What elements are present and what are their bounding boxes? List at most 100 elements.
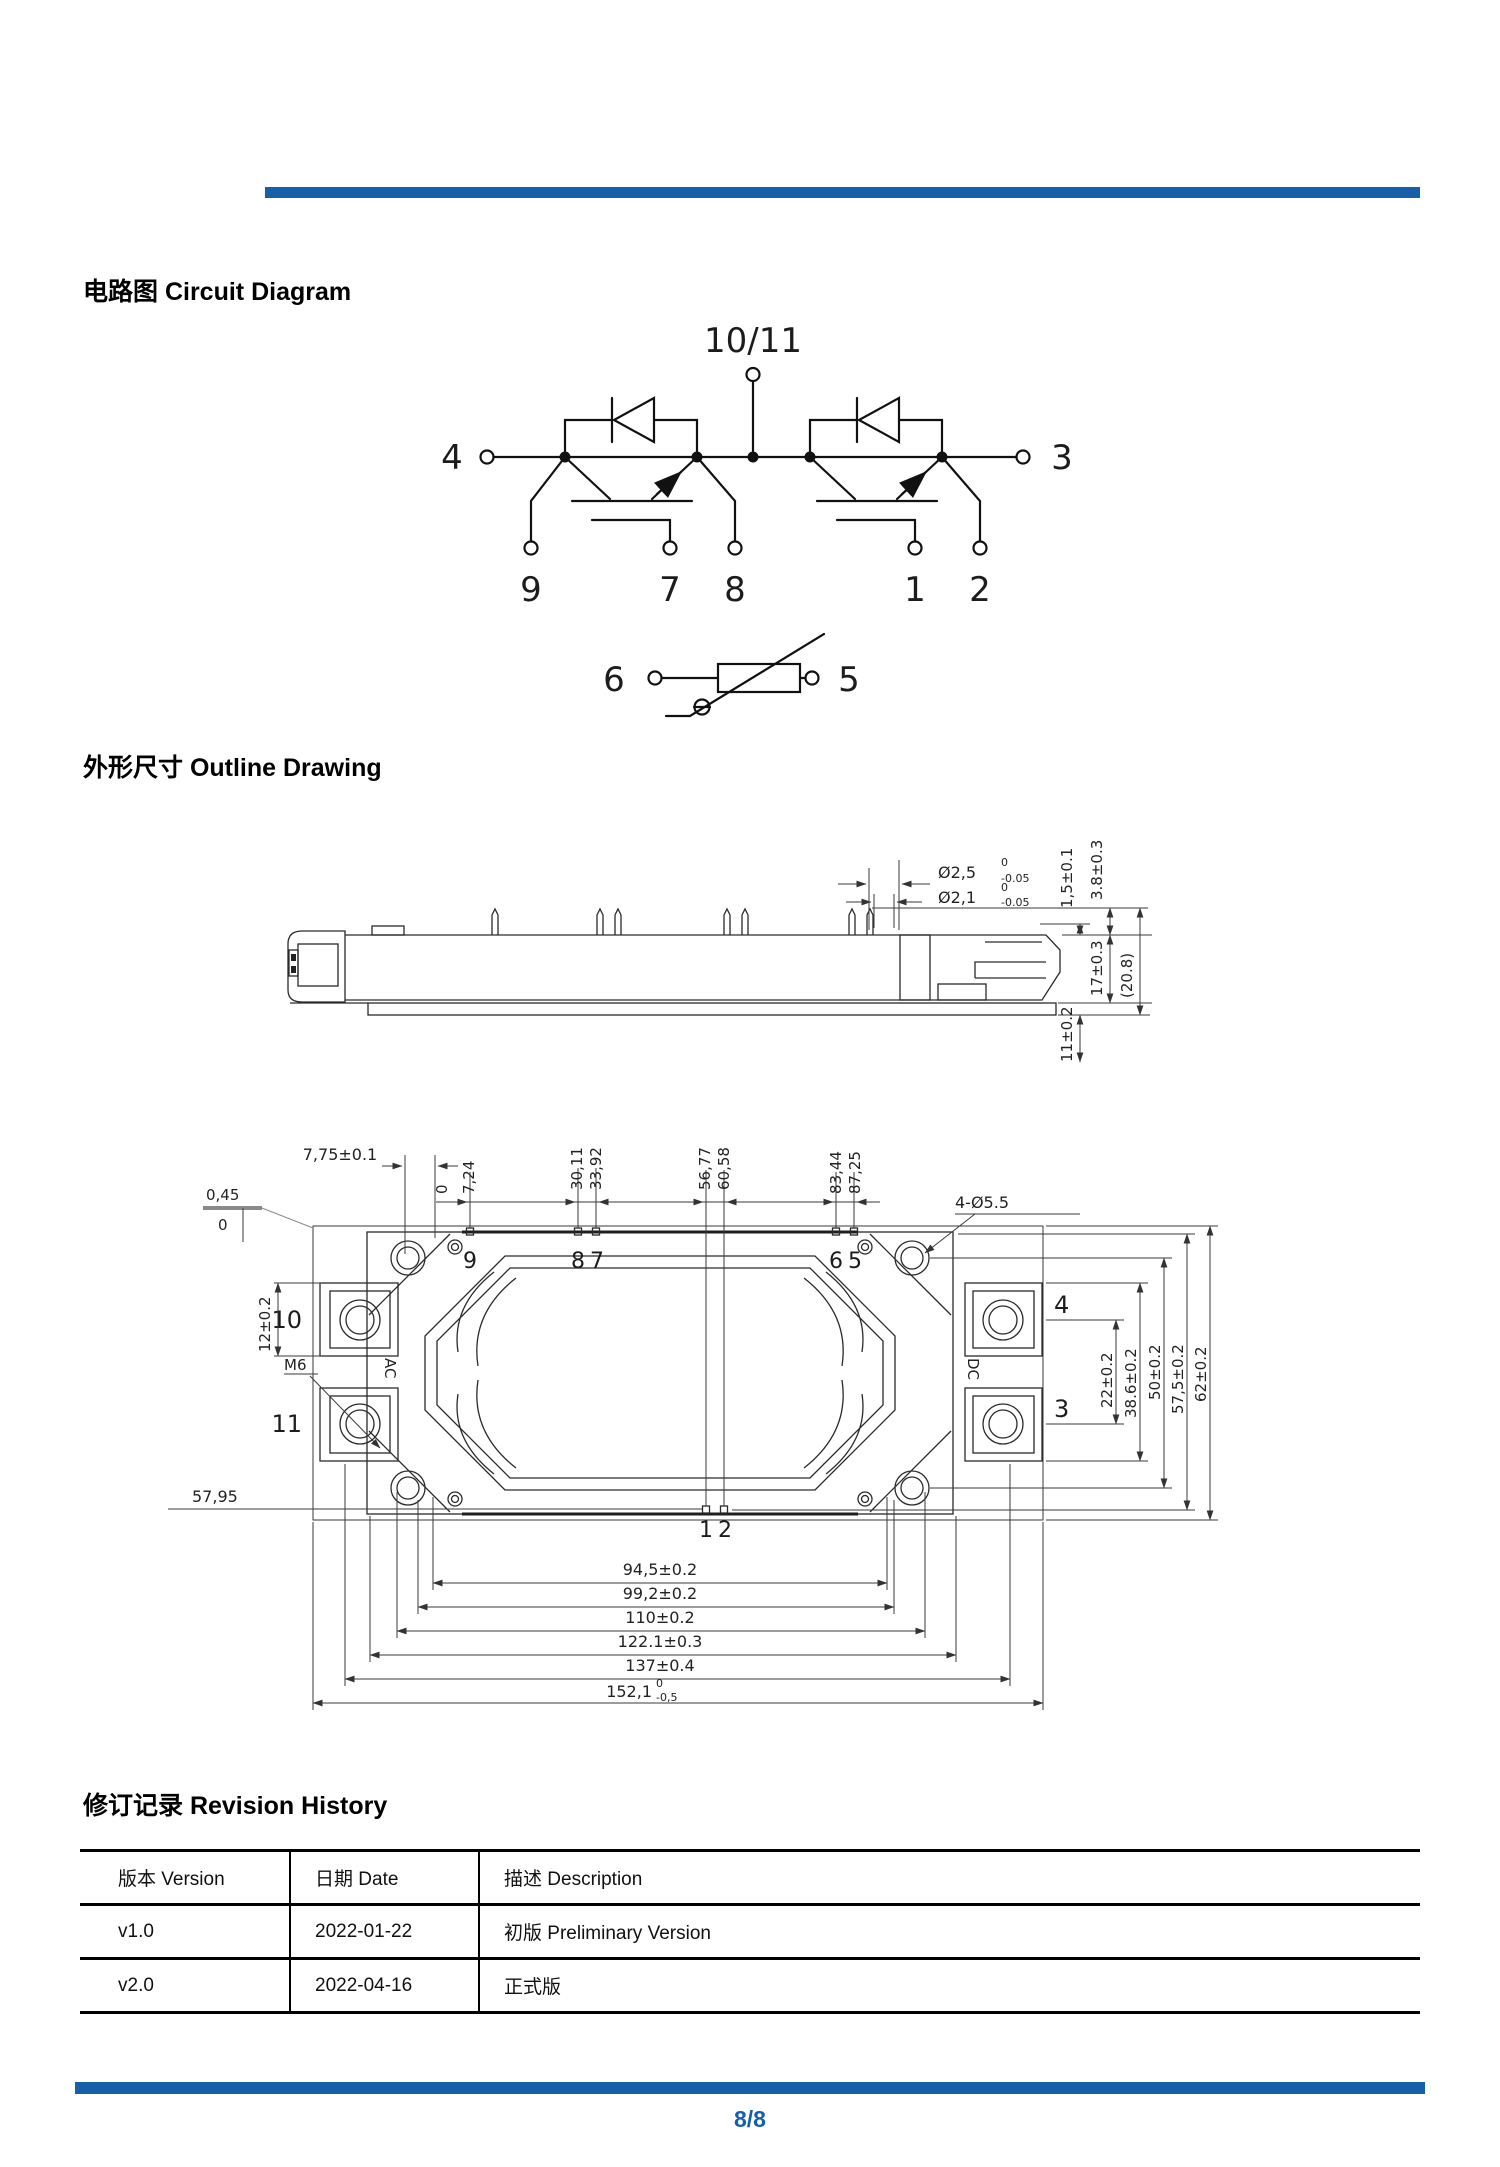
signal-pin-markers: [465, 1227, 859, 1514]
table-row: v1.0 2022-01-22 初版 Preliminary Version: [80, 1903, 1420, 1960]
dim-045: 0,45: [206, 1186, 239, 1204]
dim-right-62: 62±0.2: [1192, 1346, 1210, 1402]
dim-bottom-110: 110±0.2: [625, 1608, 694, 1627]
terminal-4-node: [479, 449, 495, 465]
dim-pin-diameter-2: Ø2,1: [938, 888, 976, 907]
table-header-row: 版本 Version 日期 Date 描述 Description: [80, 1849, 1420, 1906]
terminal-block-3: [964, 1387, 1043, 1462]
description-cell: 初版 Preliminary Version: [478, 1903, 1420, 1960]
table-row: v2.0 2022-04-16 正式版: [80, 1957, 1420, 2014]
revision-heading: 修订记录 Revision History: [83, 1792, 388, 1820]
pin-2-node: [972, 540, 988, 556]
page-number: 8/8: [734, 2106, 766, 2132]
terminal-block-11: [319, 1387, 399, 1462]
pin-9-node: [523, 540, 539, 556]
top-terminal-3-label: 3: [1054, 1395, 1069, 1423]
terminal-4-label: 4: [441, 438, 463, 478]
dim-right-22: 22±0.2: [1098, 1352, 1116, 1408]
header-rule: [265, 187, 1420, 198]
top-pin-8-label: 8: [571, 1249, 585, 1274]
col-date-header: 日期 Date: [289, 1849, 479, 1906]
dim-zero-left: 0: [218, 1216, 228, 1234]
top-terminal-10-label: 10: [271, 1306, 302, 1334]
side-view-dimensions: Ø2,5 0 -0.05 Ø2,1 0 -0.05 1,5±0.1 3.8±0.…: [838, 840, 1152, 1063]
dim-tol: 0: [656, 1677, 663, 1690]
dim-8725: 87,25: [846, 1151, 864, 1194]
col-description-header: 描述 Description: [478, 1849, 1420, 1906]
dim-bottom-137: 137±0.4: [625, 1656, 694, 1675]
signal-pins-side: [491, 907, 874, 935]
revision-history-table: 版本 Version 日期 Date 描述 Description v1.0 2…: [80, 1849, 1420, 2014]
dim-body-height: 17±0.3: [1088, 940, 1106, 996]
description-cell: 正式版: [478, 1957, 1420, 2014]
dim-mounting-holes: 4-Ø5.5: [955, 1193, 1009, 1212]
dc-terminal-side: [899, 934, 931, 1001]
dim-zero-pin: 0: [433, 1184, 451, 1194]
dim-right-386: 38.6±0.2: [1122, 1348, 1140, 1418]
top-pin-6-label: 6: [829, 1249, 843, 1274]
terminal-3-label: 3: [1051, 438, 1073, 478]
pin-1-label: 1: [904, 570, 926, 610]
dim-3392: 33,92: [587, 1147, 605, 1190]
dim-tol: -0.05: [1001, 896, 1029, 909]
outline-heading: 外形尺寸 Outline Drawing: [83, 754, 382, 782]
col-version-header: 版本 Version: [80, 1849, 290, 1906]
top-terminal-11-label: 11: [271, 1410, 302, 1438]
thermistor-symbol: [647, 632, 826, 718]
dim-775: 7,75±0.1: [303, 1145, 377, 1164]
pin2-lead: [940, 455, 982, 543]
igbt-left-symbol: [563, 455, 699, 543]
pin9-lead: [529, 455, 567, 543]
pin8-lead: [695, 455, 737, 543]
circuit-diagram: 4 3 10/11 9 7 8 1 2 6 5: [441, 321, 1073, 718]
dim-tol: 0: [1001, 856, 1008, 869]
corner-mounting-hole: [368, 1233, 517, 1367]
dim-8344: 83,44: [827, 1151, 845, 1194]
version-cell: v2.0: [80, 1957, 290, 2014]
top-pin-2-label: 2: [718, 1518, 732, 1543]
terminal-10-11-label: 10/11: [704, 321, 802, 361]
top-pin-5-label: 5: [848, 1249, 862, 1274]
dim-pin-height-1: 1,5±0.1: [1058, 848, 1076, 908]
dim-tol: -0.05: [1001, 872, 1029, 885]
outline-side-view: Ø2,5 0 -0.05 Ø2,1 0 -0.05 1,5±0.1 3.8±0.…: [287, 840, 1152, 1063]
top-view-dimensions: 0,45 0 7,75±0.1: [168, 1145, 1218, 1710]
dim-pin-height-2: 3.8±0.3: [1088, 840, 1106, 900]
date-cell: 2022-04-16: [289, 1957, 479, 2014]
top-pin-9-label: 9: [463, 1249, 477, 1274]
baseplate-outline: [312, 1225, 1044, 1521]
pin-8-label: 8: [724, 570, 746, 610]
dim-pin-diameter-1: Ø2,5: [938, 863, 976, 882]
dim-5677: 56,77: [696, 1147, 714, 1190]
dim-terminal-width: 12±0.2: [256, 1296, 274, 1352]
top-pin-1-label: 1: [699, 1518, 713, 1543]
pin-9-label: 9: [520, 570, 542, 610]
theta-icon: [693, 698, 711, 716]
top-terminal-4-label: 4: [1054, 1291, 1069, 1319]
dim-3011: 30,11: [568, 1147, 586, 1190]
dim-tol: -0,5: [656, 1691, 677, 1704]
dim-bottom-945: 94,5±0.2: [623, 1560, 697, 1579]
ac-label: AC: [381, 1358, 399, 1378]
dim-bottom-1221: 122.1±0.3: [618, 1632, 703, 1651]
lid-outline: [424, 1255, 896, 1491]
igbt-right-symbol: [808, 455, 944, 543]
dim-5795: 57,95: [192, 1487, 238, 1506]
dim-base-height: 11±0.2: [1058, 1006, 1076, 1062]
diode-right-symbol: [808, 396, 944, 459]
module-body-outline: [366, 1231, 954, 1515]
dim-6058: 60,58: [715, 1147, 733, 1190]
dim-bottom-992: 99,2±0.2: [623, 1584, 697, 1603]
dim-total-height: (20.8): [1118, 953, 1136, 998]
footer-rule: [75, 2082, 1425, 2094]
dim-right-575: 57,5±0.2: [1169, 1344, 1187, 1414]
dim-m6: M6: [284, 1356, 307, 1374]
diode-left-symbol: [563, 396, 699, 459]
date-cell: 2022-01-22: [289, 1903, 479, 1960]
terminal-3-node: [1015, 449, 1031, 465]
terminal-block-10: [319, 1282, 399, 1357]
pin-2-label: 2: [969, 570, 991, 610]
baseplate-side: [367, 1002, 1057, 1016]
